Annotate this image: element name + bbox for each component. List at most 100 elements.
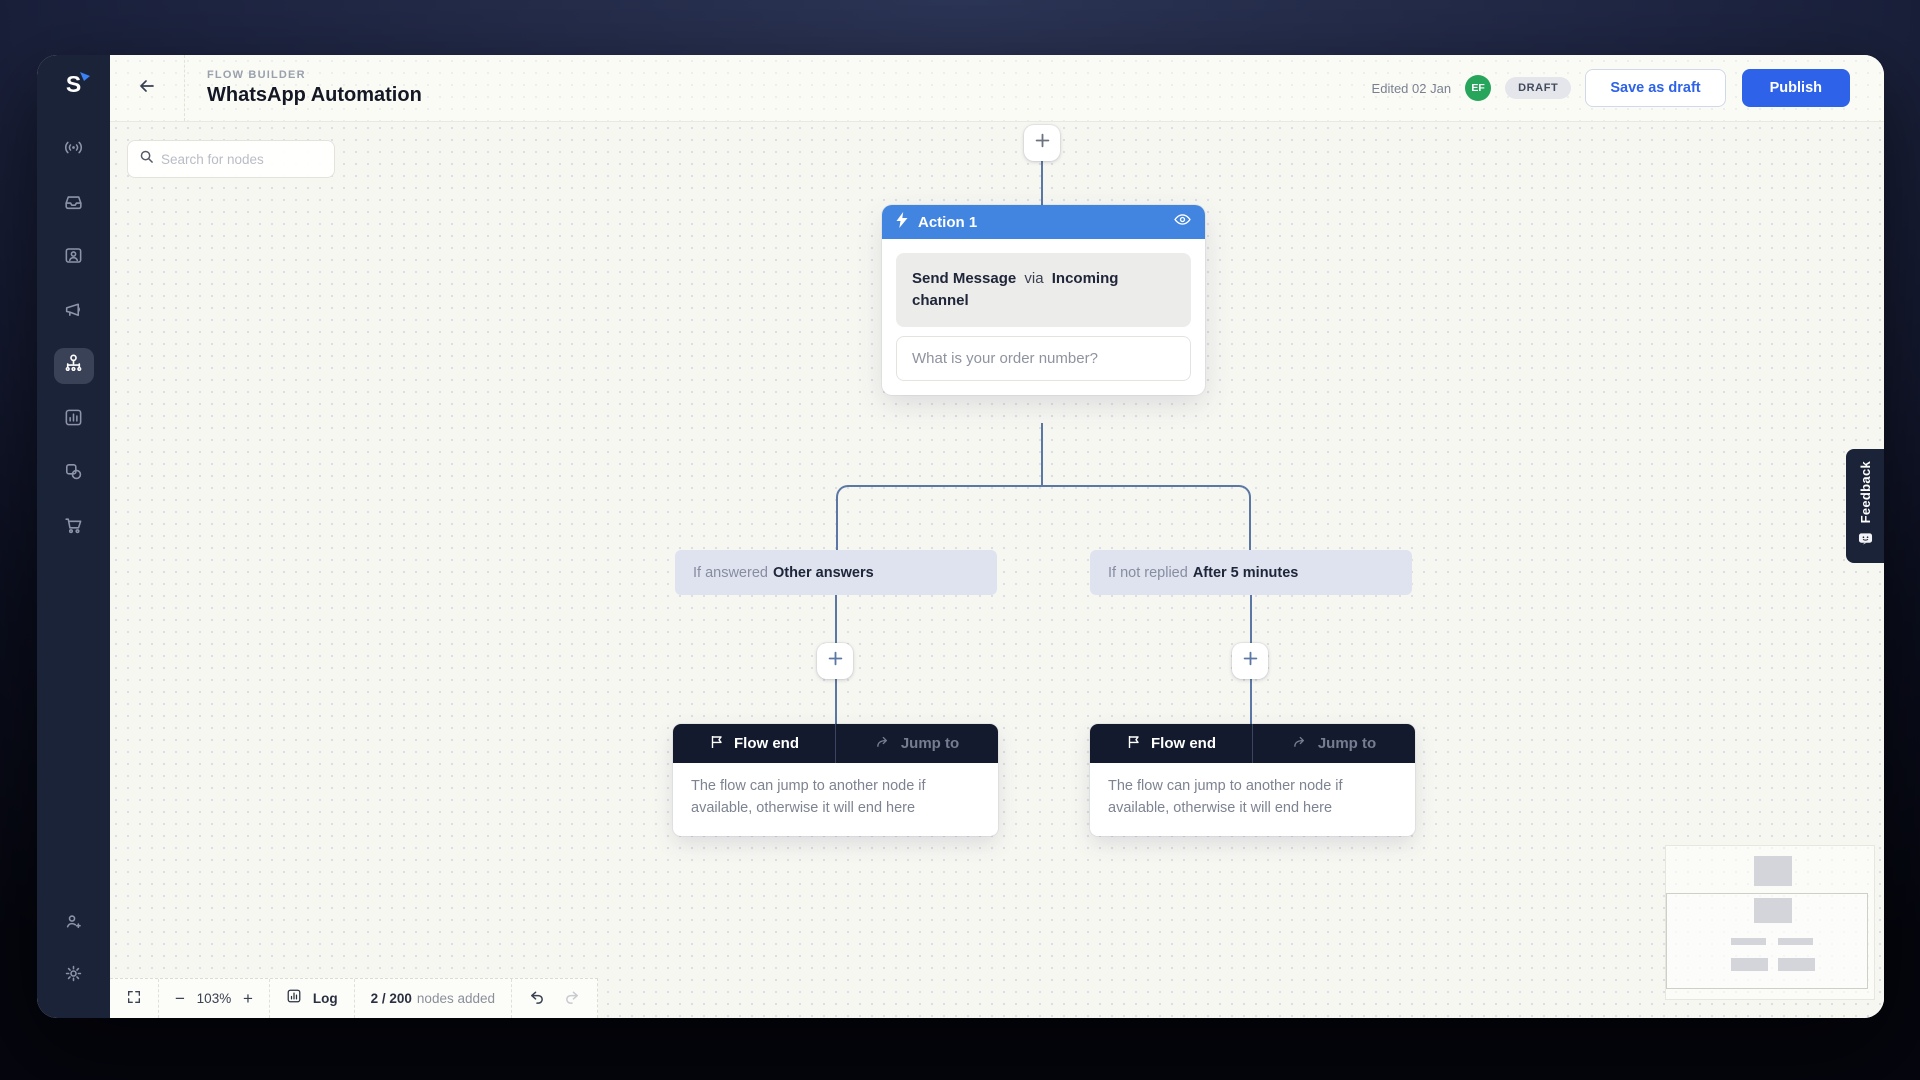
flow-end-tab[interactable]: Flow end [1090, 724, 1252, 763]
action-summary: Send Message via Incoming channel [896, 253, 1191, 327]
integrations-icon [63, 461, 84, 487]
action-node-header: Action 1 [882, 205, 1205, 239]
minimap-node-action-above [1754, 856, 1792, 886]
flow-end-node-left[interactable]: Flow end Jump to The flow can jump to an… [673, 724, 998, 836]
add-node-button-top[interactable] [1024, 125, 1060, 161]
branch-condition-left[interactable]: If answered Other answers [675, 550, 997, 595]
topbar-actions: Edited 02 Jan EF DRAFT Save as draft Pub… [1372, 69, 1884, 107]
page-title: WhatsApp Automation [207, 84, 422, 106]
jump-arrow-icon [875, 734, 892, 753]
connector-top [1041, 159, 1043, 205]
undo-button[interactable] [528, 989, 545, 1009]
toolbar-zoom-section: − 103% + [159, 979, 270, 1018]
cart-icon [63, 515, 84, 541]
breadcrumb: FLOW BUILDER [207, 69, 306, 81]
flow-builder-icon [63, 353, 84, 379]
toolbar-fullscreen-section [110, 979, 159, 1018]
save-as-draft-button[interactable]: Save as draft [1585, 69, 1726, 107]
sidebar-bottom [54, 906, 94, 994]
branch-condition-value: After 5 minutes [1192, 564, 1299, 581]
megaphone-icon [63, 299, 84, 325]
logo-letter: S [65, 71, 82, 97]
nodes-count: 2 / 200 [370, 990, 412, 1006]
minimap-node-action [1754, 898, 1792, 923]
lightning-icon [895, 211, 909, 233]
app-window: S [37, 55, 1884, 1018]
flow-end-description: The flow can jump to another node if ava… [1108, 778, 1343, 816]
node-search[interactable] [127, 140, 335, 178]
action-node[interactable]: Action 1 Send Message via Incoming chann… [882, 205, 1205, 395]
topbar: FLOW BUILDER WhatsApp Automation Edited … [110, 55, 1884, 122]
search-icon [139, 149, 154, 169]
flow-end-tab[interactable]: Flow end [673, 724, 835, 763]
sidebar-item-inbox[interactable] [54, 186, 94, 222]
flow-end-header: Flow end Jump to [1090, 724, 1415, 763]
sidebar-item-settings[interactable] [54, 958, 94, 994]
sidebar-item-integrations[interactable] [54, 456, 94, 492]
branch-condition-prefix: If not replied [1108, 564, 1188, 581]
tab-divider [1252, 724, 1253, 763]
branch-condition-right[interactable]: If not replied After 5 minutes [1090, 550, 1412, 595]
log-button-label: Log [312, 991, 338, 1006]
app-logo[interactable]: S [65, 71, 91, 98]
zoom-out-button[interactable]: − [175, 989, 185, 1008]
branch-condition-prefix: If answered [693, 564, 768, 581]
back-button[interactable] [110, 55, 184, 121]
plus-icon [1035, 133, 1050, 153]
gear-icon [63, 963, 84, 989]
fullscreen-button[interactable] [126, 989, 142, 1008]
jump-arrow-icon [1292, 734, 1309, 753]
branch-condition-value: Other answers [772, 564, 874, 581]
flow-end-tab-label: Flow end [734, 735, 799, 752]
minimap-node-branch-right [1778, 938, 1813, 945]
connector-action-out [1041, 423, 1043, 485]
last-edited-label: Edited 02 Jan [1371, 80, 1452, 96]
sidebar-item-flow-builder[interactable] [53, 348, 94, 384]
zoom-in-button[interactable]: + [242, 989, 253, 1008]
eye-icon[interactable] [1173, 210, 1192, 234]
publish-button[interactable]: Publish [1741, 69, 1850, 107]
connector-branch-left [836, 485, 1042, 551]
sidebar-item-analytics[interactable] [54, 402, 94, 438]
analytics-icon [63, 407, 84, 433]
undo-icon [528, 989, 545, 1009]
flow-end-node-right[interactable]: Flow end Jump to The flow can jump to an… [1090, 724, 1415, 836]
broadcast-icon [63, 137, 84, 163]
add-node-button-left-branch[interactable] [817, 643, 853, 679]
nodes-count-suffix: nodes added [416, 990, 495, 1006]
sidebar-item-commerce[interactable] [54, 510, 94, 546]
jump-to-tab-label: Jump to [1317, 735, 1377, 752]
plus-icon [828, 651, 843, 671]
jump-to-tab[interactable]: Jump to [836, 724, 998, 763]
toolbar-log-section[interactable]: Log [270, 979, 355, 1018]
sidebar-item-broadcast[interactable] [54, 132, 94, 168]
feedback-smiley-icon [1858, 532, 1873, 551]
sidebar-item-contacts[interactable] [54, 240, 94, 276]
add-node-button-right-branch[interactable] [1232, 643, 1268, 679]
connector-branch-right [1042, 485, 1251, 551]
title-block: FLOW BUILDER WhatsApp Automation [185, 69, 422, 107]
redo-button[interactable] [564, 989, 581, 1009]
collaborator-avatar: EF [1465, 75, 1492, 101]
flow-end-header: Flow end Jump to [673, 724, 998, 763]
invite-user-icon [63, 911, 84, 937]
sidebar-item-campaigns[interactable] [54, 294, 94, 330]
sidebar-nav [53, 132, 94, 546]
log-icon [286, 988, 302, 1009]
status-badge: DRAFT [1505, 77, 1572, 99]
minimap-node-end-left [1731, 958, 1768, 971]
search-input[interactable] [161, 151, 323, 167]
action-summary-type: Send Message [912, 270, 1017, 287]
action-node-title: Action 1 [918, 213, 978, 231]
sidebar-item-invite[interactable] [54, 906, 94, 942]
inbox-icon [63, 191, 84, 217]
action-node-body: Send Message via Incoming channel What i… [882, 239, 1205, 395]
jump-to-tab[interactable]: Jump to [1253, 724, 1415, 763]
feedback-tab[interactable]: Feedback [1846, 449, 1884, 563]
zoom-level: 103% [196, 991, 232, 1006]
flow-end-description: The flow can jump to another node if ava… [691, 778, 926, 816]
minimap[interactable] [1665, 845, 1875, 1000]
action-summary-channel: Incoming channel [912, 270, 1119, 309]
sidebar: S [37, 55, 110, 1018]
